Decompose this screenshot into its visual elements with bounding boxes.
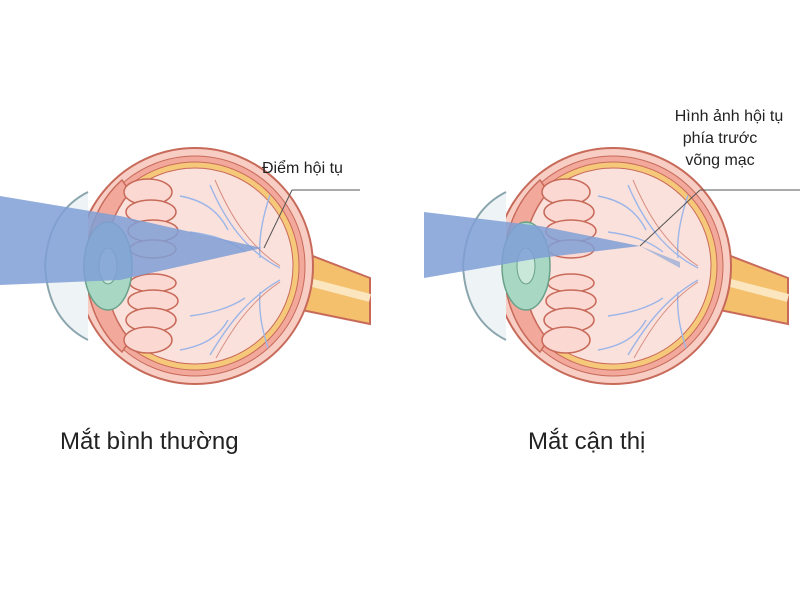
myopic-diverging-beam: [640, 246, 680, 268]
myopic-focus-label: Hình ảnh hội tụ phía trước võng mạc: [654, 106, 800, 172]
myopic-eye-illustration: [424, 148, 800, 384]
normal-light-beam: [0, 196, 262, 285]
myopic-light-beam: [424, 212, 640, 278]
normal-focus-label: Điểm hội tụ: [262, 160, 343, 177]
normal-focus-leader-line: [263, 189, 293, 249]
myopic-focus-label-line-2: phía trước: [682, 130, 758, 147]
myopic-focus-label-line-1: Hình ảnh hội tụ: [674, 108, 784, 125]
myopic-focus-leader-line: [639, 189, 701, 247]
myopic-eye-caption: Mắt cận thị: [528, 428, 646, 455]
normal-eye-caption: Mắt bình thường: [60, 428, 239, 455]
myopic-focus-label-line-3: võng mạc: [685, 152, 755, 169]
normal-eye-illustration: [0, 148, 370, 384]
